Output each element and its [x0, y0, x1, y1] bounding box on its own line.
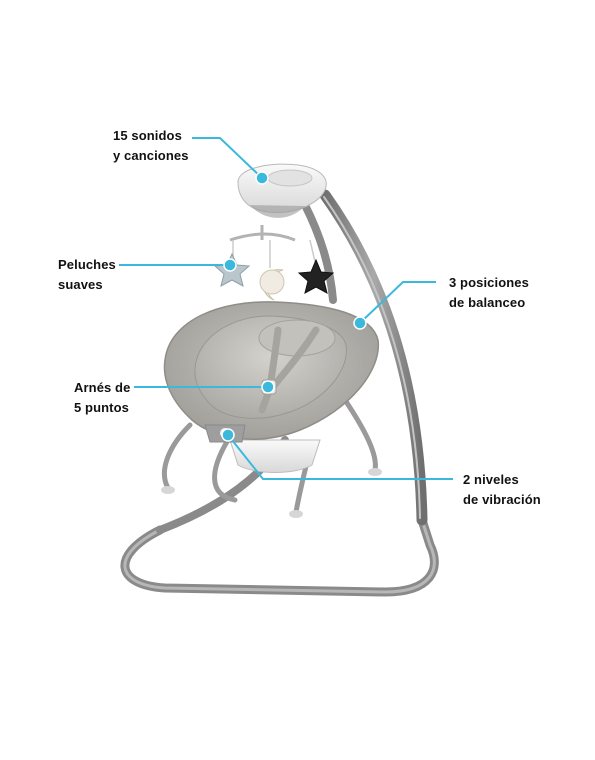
label-line: 15 sonidos: [113, 128, 182, 143]
base-frame: [120, 515, 439, 597]
callout-swing: [353, 281, 436, 330]
seat-legs: [161, 397, 378, 515]
label-line: 5 puntos: [74, 400, 129, 415]
label-line: 2 niveles: [463, 472, 519, 487]
callout-plush: [119, 258, 237, 272]
callout-sounds: [192, 137, 269, 185]
label-line: suaves: [58, 277, 103, 292]
callout-harness: [134, 380, 275, 394]
label-line: y canciones: [113, 148, 189, 163]
label-line: Arnés de: [74, 380, 131, 395]
headrest: [258, 319, 336, 357]
label-vibration-levels: 2 niveles de vibración: [463, 470, 541, 510]
label-sounds-songs: 15 sonidos y canciones: [113, 126, 189, 166]
mobile-bar: [229, 232, 296, 242]
label-harness: Arnés de 5 puntos: [74, 378, 130, 418]
label-swing-positions: 3 posiciones de balanceo: [449, 273, 529, 313]
label-soft-plush: Peluches suaves: [58, 255, 116, 295]
dark-star-plush-icon: [297, 258, 335, 294]
label-line: 3 posiciones: [449, 275, 529, 290]
label-line: de balanceo: [449, 295, 526, 310]
label-line: Peluches: [58, 257, 116, 272]
label-line: de vibración: [463, 492, 541, 507]
callout-vibration: [221, 428, 453, 480]
vibration-unit: [229, 439, 321, 473]
swing-arm: [301, 201, 337, 304]
